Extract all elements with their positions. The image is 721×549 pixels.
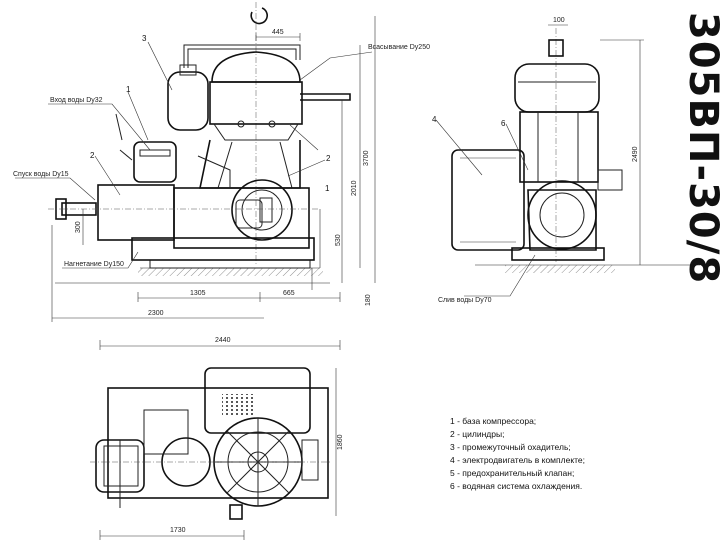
legend-item-5: 5 - предохранительный клапан; <box>450 468 574 478</box>
legend-item-3: 3 - промежуточный охадитель; <box>450 442 571 452</box>
front-callout-labels: Всасывание Dy250 Вход воды Dy32 Спуск во… <box>13 44 430 268</box>
legend-item-2: 2 - цилиндры; <box>450 429 504 439</box>
water-outlet-label: Слив воды Dy70 <box>438 297 492 304</box>
side-labels: Слив воды Dy70 100 2490 <box>438 17 639 304</box>
dim-1305: 1305 <box>190 290 206 297</box>
front-dimensions: 445 3700 2010 530 300 180 1305 665 2300 <box>75 29 372 317</box>
side-view <box>451 24 700 273</box>
dim-180: 180 <box>365 294 372 306</box>
dim-445: 445 <box>272 29 284 36</box>
marker-3: 3 <box>142 34 147 43</box>
marker-6: 6 <box>501 119 506 128</box>
dim-665: 665 <box>283 290 295 297</box>
dim-530: 530 <box>335 234 342 246</box>
dim-1860: 1860 <box>337 434 344 450</box>
suction-label: Всасывание Dy250 <box>368 44 430 51</box>
front-numbers: 3 1 2 2 1 <box>90 34 331 193</box>
marker-1-b: 1 <box>325 184 330 193</box>
dim-2490: 2490 <box>632 146 639 162</box>
front-leaders <box>15 41 373 269</box>
side-leaders <box>435 119 536 297</box>
legend-item-1: 1 - база компрессора; <box>450 416 536 426</box>
marker-4: 4 <box>432 115 437 124</box>
water-inlet-label: Вход воды Dy32 <box>50 97 103 104</box>
marker-2-a: 2 <box>90 151 95 160</box>
dim-1730: 1730 <box>170 527 186 534</box>
marker-1-a: 1 <box>126 85 131 94</box>
legend-item-6: 6 - водяная система охлаждения. <box>450 481 582 491</box>
plan-view <box>90 340 341 540</box>
water-drain-label: Спуск воды Dy15 <box>13 171 69 178</box>
dim-2010: 2010 <box>351 180 358 196</box>
legend-item-4: 4 - электродвигатель в комплекте; <box>450 455 585 465</box>
dim-3700: 3700 <box>363 150 370 166</box>
dim-2440: 2440 <box>215 337 231 344</box>
discharge-label: Нагнетание Dy150 <box>64 261 124 268</box>
dim-2300: 2300 <box>148 310 164 317</box>
marker-2-b: 2 <box>326 154 331 163</box>
dim-100: 100 <box>553 17 565 24</box>
legend: 1 - база компрессора; 2 - цилиндры; 3 - … <box>450 416 585 491</box>
side-numbers: 4 6 <box>432 115 506 128</box>
plan-labels: 2440 1860 1730 <box>170 337 344 534</box>
model-title: 305ВП-30/8 <box>680 12 721 284</box>
front-view <box>48 2 376 322</box>
dim-300: 300 <box>75 221 82 233</box>
